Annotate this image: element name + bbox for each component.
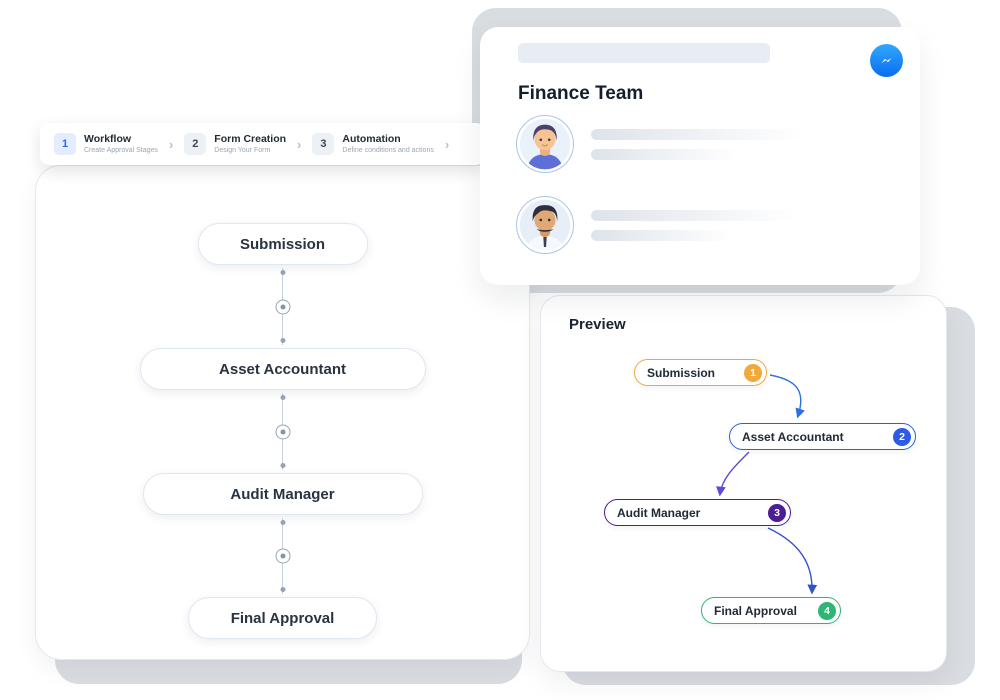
chevron-right-icon: › (168, 136, 174, 152)
step-number-badge: 1 (54, 132, 76, 155)
stage-connector (274, 390, 291, 473)
chevron-right-icon: › (297, 136, 302, 152)
stage-audit-manager[interactable]: Audit Manager (142, 473, 423, 515)
stage-connector (274, 515, 291, 597)
add-stage-node[interactable] (275, 424, 290, 439)
skeleton-line (591, 229, 733, 241)
step-form-creation[interactable]: 2 Form Creation Design Your Form (184, 133, 286, 156)
team-member-row (516, 115, 892, 173)
preview-node-submission[interactable]: Submission 1 (634, 359, 767, 386)
skeleton-text-lines (591, 128, 803, 160)
preview-node-asset-accountant[interactable]: Asset Accountant 2 (729, 423, 916, 450)
step-subtitle: Create Approval Stages (84, 147, 158, 155)
preview-node-label: Final Approval (714, 603, 797, 618)
stage-label: Audit Manager (230, 485, 335, 503)
finance-team-card: Finance Team (480, 27, 920, 285)
step-workflow[interactable]: 1 Workflow Create Approval Stages (54, 133, 158, 156)
connector-dot (280, 587, 285, 592)
preview-node-audit-manager[interactable]: Audit Manager 3 (604, 499, 791, 526)
stage-label: Final Approval (230, 609, 335, 627)
preview-node-label: Submission (647, 365, 716, 380)
preview-card: Preview Submission 1 Asset Accou (540, 295, 947, 672)
step-number-badge: 3 (312, 132, 335, 155)
stage-final-approval[interactable]: Final Approval (188, 597, 377, 639)
avatar-male-1 (516, 115, 574, 173)
stage-submission[interactable]: Submission (197, 223, 368, 265)
skeleton-line (591, 148, 739, 160)
add-stage-node[interactable] (275, 548, 290, 564)
connector-dot (280, 463, 285, 468)
connector-dot (280, 270, 285, 275)
preview-title: Preview (569, 316, 626, 333)
skeleton-line (591, 209, 796, 221)
step-subtitle: Design Your Form (214, 147, 271, 155)
step-title: Automation (342, 132, 401, 145)
preview-node-final-approval[interactable]: Final Approval 4 (701, 597, 841, 624)
team-member-row (516, 196, 892, 254)
step-automation[interactable]: 3 Automation Define conditions and actio… (312, 132, 434, 156)
connector-dot (280, 395, 285, 400)
preview-node-number-badge: 2 (893, 427, 911, 446)
chevron-right-icon: › (444, 136, 450, 152)
node-dot-icon (280, 429, 285, 434)
team-title: Finance Team (518, 83, 644, 104)
workflow-builder-card: Submission Asset Accountant Audit Manage… (35, 165, 530, 660)
avatar-male-2 (516, 196, 574, 254)
preview-node-number-badge: 1 (744, 363, 762, 382)
preview-node-label: Asset Accountant (742, 429, 844, 444)
preview-node-number-badge: 4 (818, 601, 836, 620)
node-dot-icon (280, 304, 285, 309)
connector-dot (280, 338, 285, 343)
stage-asset-accountant[interactable]: Asset Accountant (139, 348, 426, 390)
step-title: Form Creation (214, 132, 287, 145)
step-title: Workflow (84, 132, 132, 145)
messenger-icon (870, 44, 903, 77)
skeleton-title-bar (518, 43, 770, 63)
team-member-list (516, 115, 892, 254)
skeleton-text-lines (591, 209, 796, 241)
workflow-stepper: 1 Workflow Create Approval Stages › 2 Fo… (40, 123, 485, 165)
preview-node-number-badge: 3 (768, 503, 786, 522)
node-dot-icon (280, 553, 285, 559)
stage-label: Asset Accountant (219, 360, 346, 378)
skeleton-line (591, 128, 803, 140)
step-subtitle: Define conditions and actions (342, 147, 434, 155)
preview-node-label: Audit Manager (617, 505, 701, 520)
connector-dot (280, 520, 285, 525)
stage-label: Submission (239, 235, 325, 253)
stage-connector (274, 265, 291, 348)
add-stage-node[interactable] (275, 299, 290, 314)
step-number-badge: 2 (184, 132, 207, 155)
